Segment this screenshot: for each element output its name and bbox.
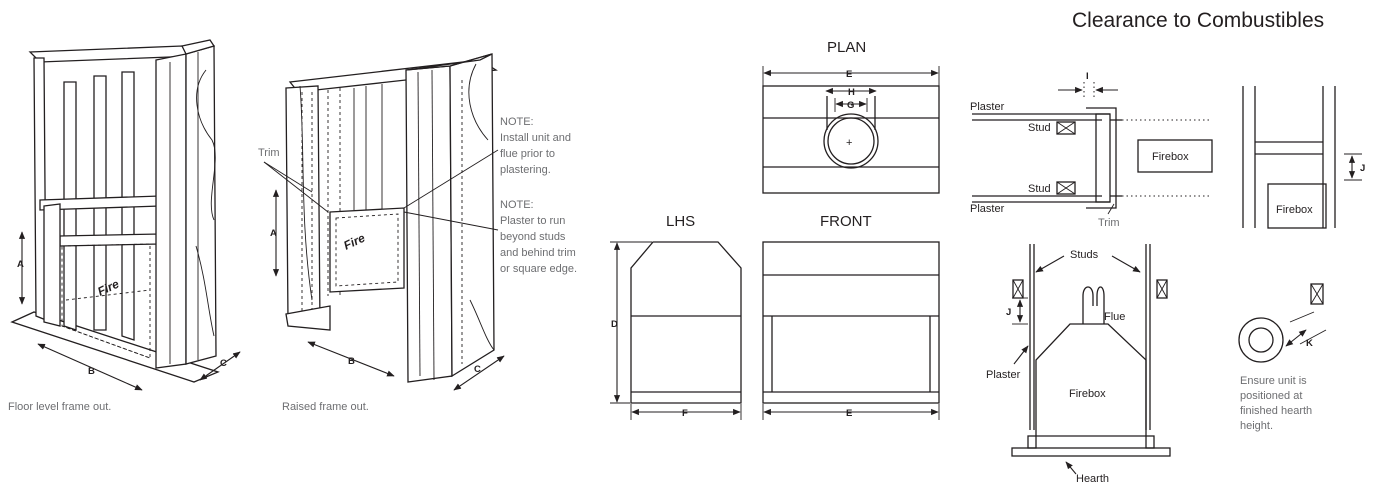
plan-view: PLAN E + H G [762,39,940,194]
studs-label: Studs [1070,249,1099,261]
clearance-section-detail: Studs J Flue Firebox Plaster Hearth [986,244,1171,485]
dim-label-C-floor: C [220,358,227,369]
floor-level-frame-drawing: Fire A B C [10,39,241,391]
note-plaster: NOTE: Plaster to run beyond studs and be… [500,199,577,275]
plan-title: PLAN [827,39,866,56]
note-install-line-3: flue prior to [500,148,555,160]
dim-label-E-plan: E [846,69,852,80]
plaster-label-bottom: Plaster [970,203,1005,215]
note-install: NOTE: Install unit and flue prior to pla… [500,116,571,176]
dim-label-F: F [682,408,688,419]
note-ensure: Ensure unit is positioned at finished he… [1240,375,1312,432]
note-plaster-line-2: Plaster to run [500,215,565,227]
clearance-plan-detail: I Plaster Plaster Stud Stud Firebox Trim [970,71,1213,229]
caption-raised: Raised frame out. [282,401,369,413]
note-plaster-line-3: beyond studs [500,231,566,243]
clearance-front-detail-right: Firebox J [1242,86,1365,229]
lhs-view: LHS D F [610,213,742,420]
plan-centre-mark: + [846,137,852,149]
note-ensure-line-2: positioned at [1240,390,1302,402]
trim-label-detail: Trim [1098,217,1120,229]
firebox-label-section: Firebox [1069,388,1106,400]
note-ensure-line-4: height. [1240,420,1273,432]
firebox-label-plan-detail: Firebox [1152,151,1189,163]
hearth-label: Hearth [1076,473,1109,485]
dim-label-C-raised: C [474,364,481,375]
dim-label-H: H [848,87,855,98]
note-install-line-2: Install unit and [500,132,571,144]
plaster-label-section: Plaster [986,369,1021,381]
dim-label-E-front: E [846,408,852,419]
stud-label-top: Stud [1028,122,1051,134]
dim-label-D: D [611,319,618,330]
raised-frame-drawing: Fire A B C Trim [258,53,505,391]
front-view: FRONT E [762,213,940,420]
k-clearance-detail: K [1238,283,1327,363]
note-install-line-1: NOTE: [500,116,534,128]
stud-label-bottom: Stud [1028,183,1051,195]
diagram-heading: Clearance to Combustibles [1072,9,1324,32]
front-title: FRONT [820,213,872,230]
trim-label: Trim [258,147,280,159]
note-plaster-line-4: and behind trim [500,247,576,259]
note-ensure-line-3: finished hearth [1240,405,1312,417]
plaster-label-top: Plaster [970,101,1005,113]
caption-floor-level: Floor level frame out. [8,401,111,413]
firebox-label-front-detail: Firebox [1276,204,1313,216]
lhs-title: LHS [666,213,695,230]
dim-label-A-floor: A [17,259,24,270]
dim-label-B-floor: B [88,366,95,377]
dim-label-I: I [1086,71,1089,82]
dim-label-J-section: J [1006,307,1011,318]
dim-label-A-raised: A [270,228,277,239]
note-plaster-line-5: or square edge. [500,263,577,275]
note-plaster-line-1: NOTE: [500,199,534,211]
note-ensure-line-1: Ensure unit is [1240,375,1307,387]
dim-label-K: K [1306,338,1313,349]
dim-label-B-raised: B [348,356,355,367]
dim-label-J-right: J [1360,163,1365,174]
flue-label: Flue [1104,311,1125,323]
dim-label-G: G [847,100,854,111]
note-install-line-4: plastering. [500,164,551,176]
